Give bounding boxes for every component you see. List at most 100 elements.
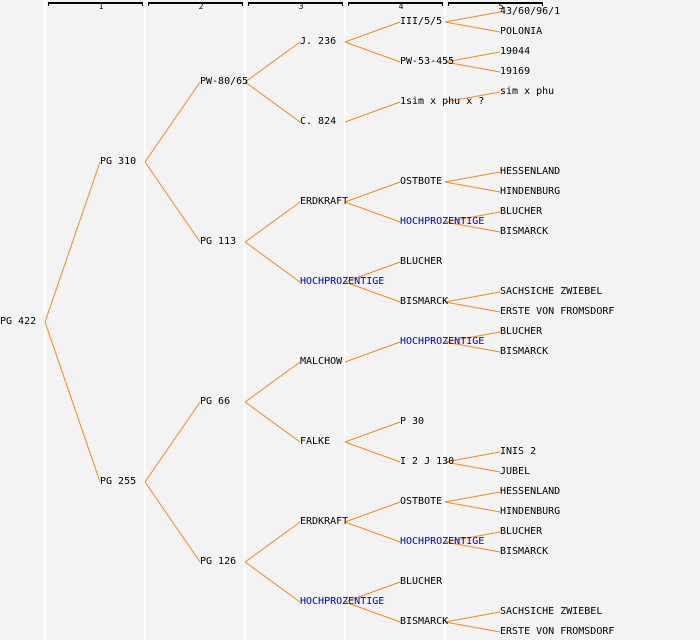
ancestor-node[interactable]: PW-53-455 [400,56,455,67]
generation-bracket [48,2,143,6]
ancestor-node[interactable]: 1sim x phu x ? [400,96,485,107]
ancestor-node[interactable]: J. 236 [300,36,337,47]
pedigree-link [344,441,401,463]
ancestor-node[interactable]: ERDKRAFT [300,516,349,527]
generation-label: 4 [398,2,404,11]
pedigree-link [444,491,501,503]
ancestor-node[interactable]: HOCHPROZENTIGE [300,596,385,607]
generation-label: 2 [198,2,204,11]
ancestor-node[interactable]: HOCHPROZENTIGE [400,336,485,347]
ancestor-node[interactable]: SACHSICHE ZWIEBEL [500,286,603,297]
ancestor-node[interactable]: ERSTE VON FROMSDORF [500,626,615,637]
ancestor-node[interactable]: ERSTE VON FROMSDORF [500,306,615,317]
ancestor-node[interactable]: I 2 J 130 [400,456,455,467]
pedigree-link [344,21,401,43]
ancestor-node[interactable]: SACHSICHE ZWIEBEL [500,606,603,617]
pedigree-link [144,81,201,163]
ancestor-node[interactable]: BISMARCK [500,346,549,357]
ancestor-node[interactable]: HOCHPROZENTIGE [400,536,485,547]
pedigree-link [144,481,201,563]
pedigree-link [244,41,301,83]
column-divider [444,0,446,640]
ancestor-node[interactable]: BISMARCK [400,616,449,627]
pedigree-link [444,171,501,183]
ancestor-node[interactable]: PG 66 [200,396,231,407]
pedigree-link [444,211,501,223]
ancestor-node[interactable]: BLUCHER [500,526,543,537]
pedigree-link [344,521,401,543]
pedigree-link [144,401,201,483]
column-divider [44,0,46,640]
generation-bracket [348,2,443,6]
ancestor-node[interactable]: MALCHOW [300,356,343,367]
pedigree-link [344,341,401,363]
generation-bracket [248,2,343,6]
pedigree-link [444,61,501,73]
ancestor-node[interactable]: PG 113 [200,236,237,247]
pedigree-link [344,181,401,203]
ancestor-node[interactable]: OSTBOTE [400,176,443,187]
pedigree-link [244,241,301,283]
ancestor-node[interactable]: 19169 [500,66,531,77]
pedigree-link [444,541,501,553]
pedigree-link [244,81,301,123]
pedigree-link [344,101,401,123]
pedigree-link [44,321,101,483]
pedigree-link [444,461,501,473]
pedigree-link [44,161,101,323]
ancestor-node[interactable]: BISMARCK [500,546,549,557]
ancestor-node[interactable]: BLUCHER [400,576,443,587]
pedigree-link [144,161,201,243]
pedigree-link [244,561,301,603]
ancestor-node[interactable]: BISMARCK [400,296,449,307]
pedigree-link [444,51,501,63]
ancestor-node[interactable]: P 30 [400,416,425,427]
ancestor-node[interactable]: ERDKRAFT [300,196,349,207]
pedigree-link [344,281,401,303]
pedigree-link [244,201,301,243]
ancestor-node[interactable]: OSTBOTE [400,496,443,507]
pedigree-link [444,221,501,233]
ancestor-node[interactable]: PG 310 [100,156,137,167]
ancestor-node[interactable]: BISMARCK [500,226,549,237]
pedigree-link [444,531,501,543]
generation-bracket [148,2,243,6]
ancestor-node[interactable]: HOCHPROZENTIGE [300,276,385,287]
generation-label: 3 [298,2,304,11]
ancestor-node[interactable]: BLUCHER [500,206,543,217]
ancestor-node[interactable]: PW-80/65 [200,76,249,87]
pedigree-link [444,501,501,513]
ancestor-node[interactable]: JUBEL [500,466,531,477]
ancestor-node[interactable]: HOCHPROZENTIGE [400,216,485,227]
pedigree-link [344,581,401,603]
ancestor-node[interactable]: HESSENLAND [500,486,561,497]
ancestor-node[interactable]: PG 255 [100,476,137,487]
ancestor-node[interactable]: HESSENLAND [500,166,561,177]
pedigree-link [244,401,301,443]
ancestor-node[interactable]: 43/60/96/1 [500,6,561,17]
ancestor-node[interactable]: C. 824 [300,116,337,127]
pedigree-link [444,21,501,33]
pedigree-link [444,451,501,463]
ancestor-node[interactable]: HINDENBURG [500,186,561,197]
proband-node[interactable]: PG 422 [0,316,37,327]
pedigree-link [444,621,501,633]
ancestor-node[interactable]: 19044 [500,46,531,57]
ancestor-node[interactable]: BLUCHER [400,256,443,267]
generation-label: 1 [98,2,104,11]
ancestor-node[interactable]: FALKE [300,436,331,447]
ancestor-node[interactable]: III/5/5 [400,16,443,27]
pedigree-link [444,341,501,353]
pedigree-link [444,181,501,193]
ancestor-node[interactable]: POLONIA [500,26,543,37]
ancestor-node[interactable]: INIS 2 [500,446,537,457]
ancestor-node[interactable]: PG 126 [200,556,237,567]
ancestor-node[interactable]: HINDENBURG [500,506,561,517]
pedigree-link [344,421,401,443]
ancestor-node[interactable]: BLUCHER [500,326,543,337]
pedigree-link [444,301,501,313]
ancestor-node[interactable]: sim x phu [500,86,555,97]
column-divider [344,0,346,640]
